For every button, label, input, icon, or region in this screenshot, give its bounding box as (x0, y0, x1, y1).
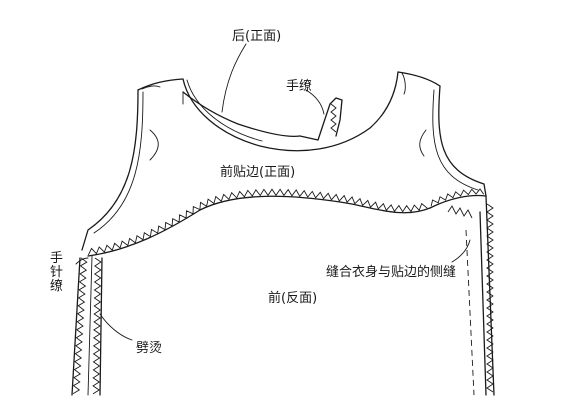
left-armhole-inner (93, 91, 144, 234)
right-seam-overlock (486, 203, 494, 393)
facing-bottom-edge (87, 195, 431, 257)
label-hand-stitch-top: 手缭 (286, 78, 312, 94)
right-seam-dashed-line (465, 229, 475, 396)
facing-right-overlock (430, 188, 485, 207)
facing-right-strap-inner (401, 72, 406, 95)
right-armhole-edge-curve (419, 129, 427, 157)
label-side-seam: 缝合衣身与贴边的侧缝 (326, 264, 456, 280)
left-seam-overlock-outer (72, 257, 88, 394)
right-armhole-inner (432, 89, 479, 191)
right-seam-allowance (485, 195, 495, 396)
leader-back-label (221, 43, 247, 113)
left-seam-allowance-outer (71, 257, 81, 396)
right-seam-allowance-inner (479, 211, 487, 396)
leader-side-seam (451, 239, 471, 263)
label-back-right-side: 后(正面) (232, 29, 281, 44)
facing-right-strap-top (397, 71, 441, 87)
left-armhole (81, 89, 139, 251)
right-armhole (438, 85, 487, 197)
facing-right-notches (447, 205, 473, 219)
label-hand-stitch-left-1: 手 (50, 251, 63, 266)
left-seam-overlock-inner (92, 257, 102, 395)
facing-neckline-inner (186, 79, 263, 142)
label-hand-stitch-left-2: 针 (50, 265, 63, 280)
facing-left-strap-edge (141, 85, 161, 90)
hand-stitch-tab (299, 97, 343, 141)
facing-left-strap-top (137, 78, 184, 91)
hand-stitch-tab-stitches (330, 103, 337, 133)
label-front-wrong-side: 前(反面) (268, 290, 317, 306)
label-press-open: 劈烫 (136, 340, 162, 356)
left-armhole-edge-curve (149, 129, 159, 161)
leader-press-open (99, 313, 133, 341)
facing-right-lower-edge (429, 194, 487, 209)
leader-hand-stitch-left (75, 257, 89, 265)
label-front-facing-right-side: 前贴边(正面) (220, 164, 295, 180)
leader-hand-stitch-top (305, 89, 325, 115)
left-seam-allowance-inner (99, 257, 103, 396)
facing-neckline (182, 71, 399, 152)
label-hand-stitch-left-3: 缭 (50, 278, 63, 294)
facing-bottom-overlock (87, 188, 428, 256)
back-neckline-inner (182, 91, 301, 138)
left-seam-line (87, 255, 93, 396)
